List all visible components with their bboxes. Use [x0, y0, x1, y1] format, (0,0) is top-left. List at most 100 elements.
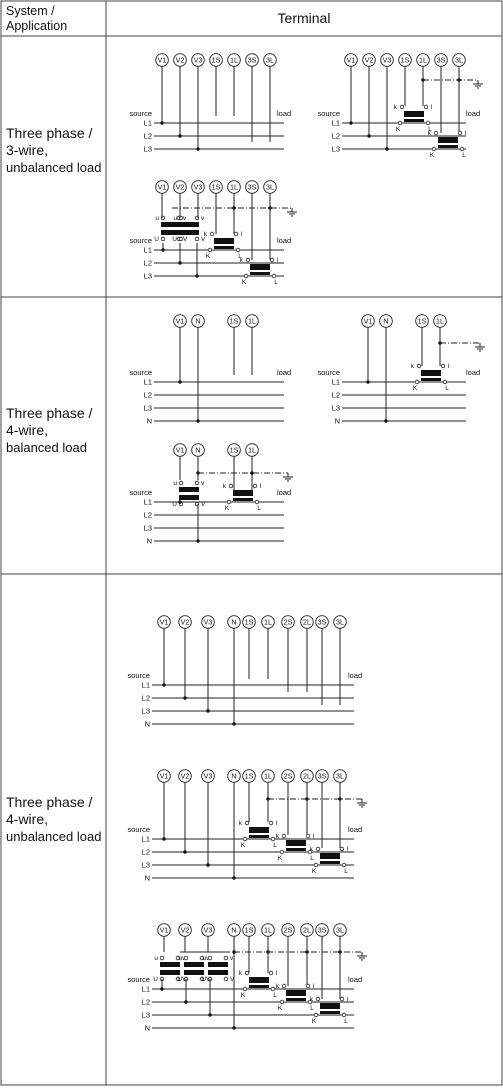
junction-dot	[349, 121, 352, 124]
vt-label: V	[230, 976, 235, 983]
terminal-dot	[236, 248, 240, 252]
terminal-label: V1	[158, 183, 167, 192]
vt-label: U	[153, 976, 158, 983]
bus-label: L2	[142, 848, 150, 857]
terminal: V2	[363, 54, 376, 67]
terminal: N	[228, 770, 241, 783]
terminal-label: V2	[176, 56, 185, 65]
terminal-label: V3	[204, 926, 213, 935]
vt-label: U	[177, 976, 182, 983]
terminal-label: 2L	[303, 926, 311, 935]
terminal: 1S	[243, 770, 256, 783]
source-label: source	[317, 109, 340, 118]
terminal-dot	[244, 274, 248, 278]
bus-label: L2	[332, 391, 340, 400]
terminal-dot	[179, 481, 183, 485]
terminal-label: 2S	[284, 772, 293, 781]
bus-label: L2	[142, 998, 150, 1007]
junction-dot	[250, 471, 253, 474]
terminal: V1	[174, 315, 187, 328]
terminal: V3	[202, 924, 215, 937]
terminal-dot	[306, 834, 310, 838]
terminal-label: 1L	[248, 446, 256, 455]
terminal: V3	[381, 54, 394, 67]
terminal-dot	[306, 984, 310, 988]
ct-label: L	[273, 992, 277, 999]
ct-label: k	[239, 820, 243, 827]
load-label: load	[277, 236, 291, 245]
vt-core	[208, 962, 228, 967]
terminal-dot	[342, 1013, 346, 1017]
terminal-label: 3L	[336, 618, 344, 627]
terminal-dot	[195, 237, 199, 241]
terminal-label: N	[383, 317, 388, 326]
terminal: N	[228, 924, 241, 937]
terminal-label: V1	[347, 56, 356, 65]
ct-core	[421, 370, 441, 376]
terminal: 2L	[301, 616, 314, 629]
bus-label: N	[145, 1024, 150, 1033]
terminal: 3S	[316, 924, 329, 937]
junction-dot	[196, 419, 199, 422]
terminal-dot	[458, 131, 462, 135]
terminal-label: 3S	[248, 183, 257, 192]
terminal-label: V2	[176, 183, 185, 192]
row-label: Three phase /3-wire,unbalanced load	[6, 125, 101, 175]
terminal: V1	[156, 181, 169, 194]
terminal: V2	[179, 616, 192, 629]
row-label-line: Three phase /	[6, 125, 92, 141]
terminal-label: 3S	[248, 56, 257, 65]
terminal-dot	[243, 987, 247, 991]
vt-core	[184, 962, 204, 967]
row-label-line: 3-wire,	[6, 142, 48, 158]
terminal-dot	[398, 121, 402, 125]
terminal-label: V1	[176, 317, 185, 326]
vt-label: v	[201, 480, 205, 487]
terminal-dot	[179, 237, 183, 241]
bus-label: L3	[332, 145, 340, 154]
ct-core	[286, 840, 306, 846]
ct-label: l	[276, 970, 278, 977]
bus-label: N	[145, 874, 150, 883]
terminal: N	[380, 315, 393, 328]
ct-label: L	[344, 1018, 348, 1025]
terminal: 3S	[316, 770, 329, 783]
terminal-label: N	[195, 446, 200, 455]
row-label-line: unbalanced load	[6, 829, 101, 844]
terminal-label: N	[231, 926, 236, 935]
terminal: 1L	[246, 444, 259, 457]
terminal: 1S	[243, 924, 256, 937]
terminal: N	[192, 444, 205, 457]
terminal-label: 2L	[303, 772, 311, 781]
row-label: Three phase /4-wire,balanced load	[6, 405, 92, 455]
junction-dot	[161, 248, 164, 251]
bus-label: L1	[142, 985, 150, 994]
terminal: 1S	[416, 315, 429, 328]
terminal-dot	[280, 850, 284, 854]
terminal: V3	[202, 616, 215, 629]
ct-core	[438, 145, 458, 148]
junction-dot	[232, 1026, 235, 1029]
bus-label: L1	[144, 498, 152, 507]
junction-dot	[206, 863, 209, 866]
junction-dot	[184, 1000, 187, 1003]
terminal-dot	[245, 821, 249, 825]
terminal: N	[228, 616, 241, 629]
terminal: 1L	[262, 770, 275, 783]
bus-label: L2	[332, 132, 340, 141]
junction-dot	[366, 380, 369, 383]
terminal-label: V2	[181, 618, 190, 627]
terminal-dot	[443, 380, 447, 384]
bus-label: L1	[144, 246, 152, 255]
terminal-dot	[314, 1013, 318, 1017]
row-label-line: 4-wire,	[6, 811, 48, 827]
terminal-dot	[243, 837, 247, 841]
ct-core	[404, 111, 424, 117]
bus-label: N	[147, 537, 152, 546]
load-label: load	[466, 109, 480, 118]
terminal-label: N	[231, 618, 236, 627]
terminal: 2L	[301, 770, 314, 783]
terminal-dot	[208, 956, 212, 960]
